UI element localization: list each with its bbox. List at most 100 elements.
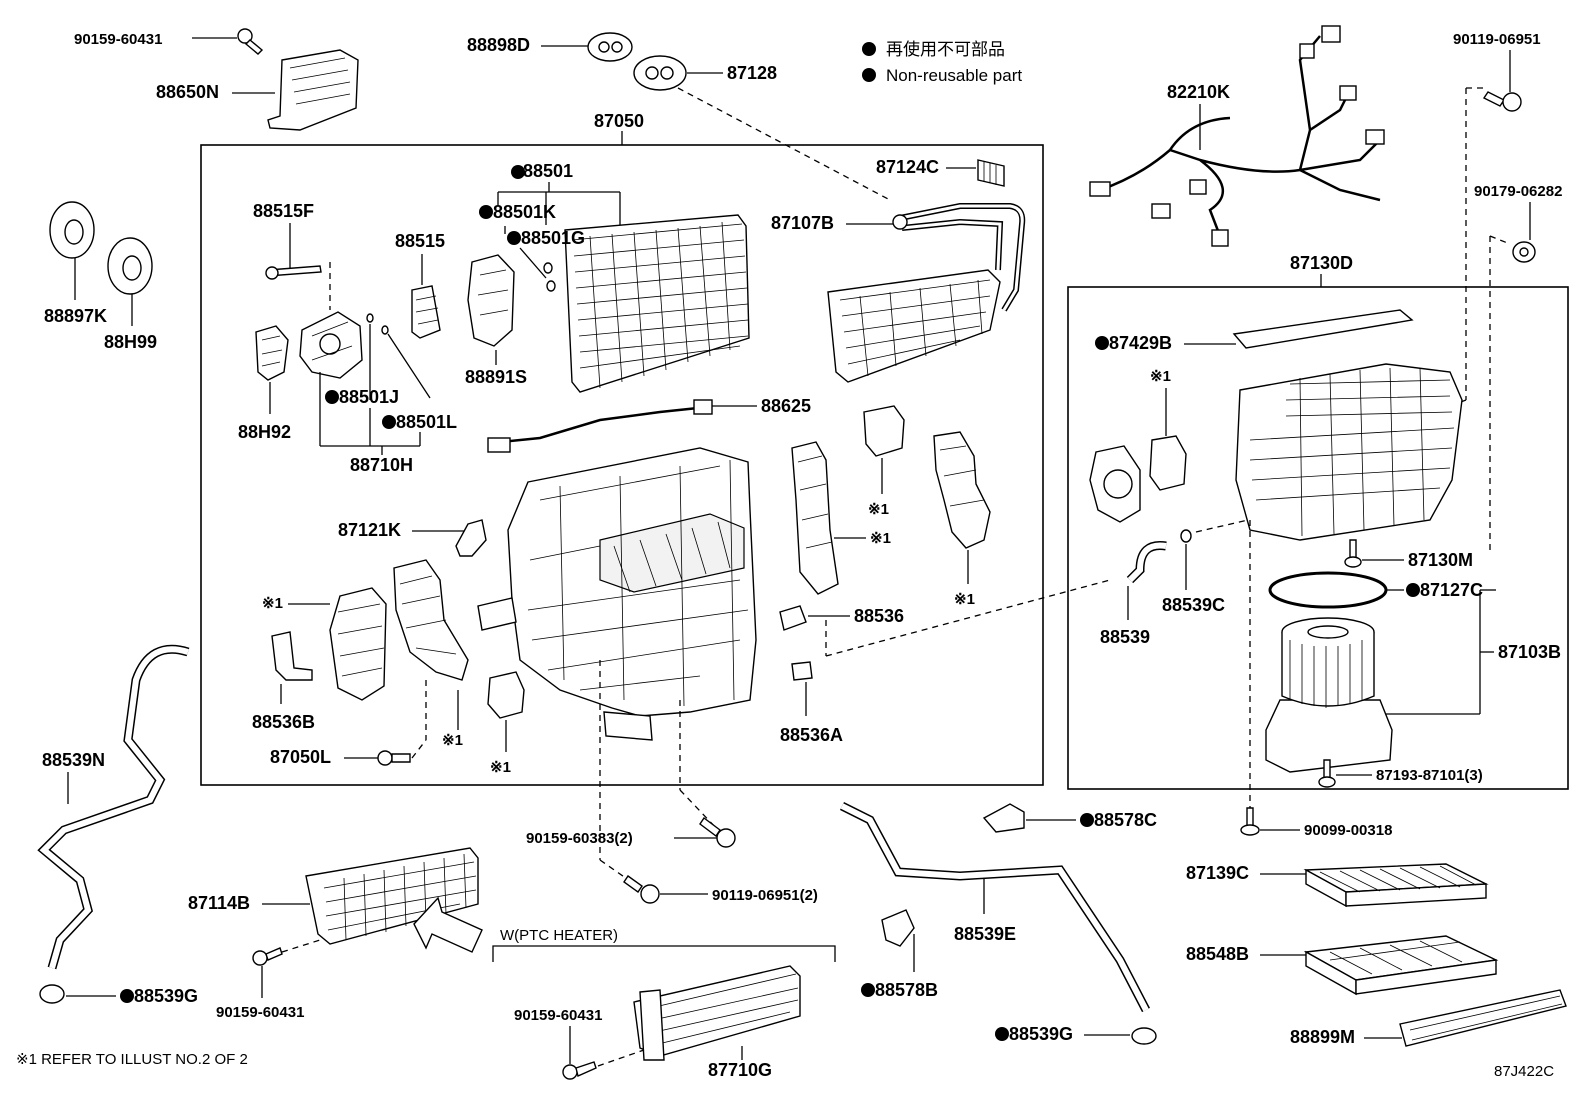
grommet-88898D-icon: [587, 32, 633, 62]
label-87429B: 87429B: [1109, 333, 1172, 353]
label-88898D: 88898D: [467, 35, 530, 55]
wire-88625-icon: [487, 399, 713, 453]
duct-88891S-icon: [467, 254, 515, 347]
label-87193-87101: 87193-87101(3): [1376, 767, 1483, 784]
evaporator-88501-icon: [564, 214, 750, 393]
label-88501J: 88501J: [339, 387, 399, 407]
label-87124C: 87124C: [876, 157, 939, 177]
clip-87124C-icon: [977, 159, 1005, 187]
seal-88H99-icon: [107, 237, 153, 295]
label-87114B: 87114B: [188, 893, 250, 913]
cover-88899M-icon: [1399, 989, 1567, 1047]
blower-case-icon: [1235, 363, 1463, 541]
label-88578C: 88578C: [1094, 810, 1157, 830]
label-ref-mark-6: ※1: [1150, 368, 1171, 385]
label-88501G: 88501G: [521, 228, 585, 248]
label-87130M: 87130M: [1408, 550, 1473, 570]
screw-06951-icon: [623, 875, 660, 904]
label-90179-06282: 90179-06282: [1474, 183, 1562, 200]
arrow-icon: [413, 896, 483, 953]
label-90099-00318: 90099-00318: [1304, 822, 1392, 839]
label-88501K: 88501K: [493, 202, 556, 222]
legend-bullet-icon: [862, 42, 876, 56]
label-88578B: 88578B: [875, 980, 938, 1000]
heater-core-87107B-icon: [827, 269, 1001, 383]
label-88539E: 88539E: [954, 924, 1016, 944]
label-88539N: 88539N: [42, 750, 105, 770]
label-ref-mark-3: ※1: [870, 530, 891, 547]
screw-87193-icon: [1318, 759, 1336, 788]
label-90119-06951-2: 90119-06951(2): [712, 887, 818, 904]
label-88515F: 88515F: [253, 201, 314, 221]
label-88899M: 88899M: [1290, 1027, 1355, 1047]
label-88501L: 88501L: [396, 412, 457, 432]
drain-hose-88539E-icon: [839, 801, 1157, 1045]
label-ref-mark-2: ※1: [490, 759, 511, 776]
screw-87130M-icon: [1344, 539, 1362, 568]
actuator-far-right-icon: [933, 431, 991, 549]
screw-icon: [237, 28, 264, 55]
label-87107B: 87107B: [771, 213, 834, 233]
hose-88539-icon: [1126, 541, 1167, 584]
clip-88536-icon: [779, 605, 807, 631]
footnote: ※1 REFER TO ILLUST NO.2 OF 2: [16, 1051, 248, 1068]
label-90119-06951: 90119-06951: [1453, 31, 1541, 48]
legend-en: Non-reusable part: [886, 66, 1022, 85]
label-88625: 88625: [761, 396, 811, 416]
nut-90179-icon: [1512, 241, 1536, 263]
unit-frame-87130D: [1067, 286, 1569, 790]
hvac-case-icon: [477, 447, 757, 741]
label-90159-60431-top: 90159-60431: [74, 31, 162, 48]
label-88539G-left: 88539G: [134, 986, 198, 1006]
label-88539G-right: 88539G: [1009, 1024, 1073, 1044]
label-88897K: 88897K: [44, 306, 107, 326]
label-82210K: 82210K: [1167, 82, 1230, 102]
screw-88515F-icon: [265, 265, 322, 280]
ptc-caption: W(PTC HEATER): [500, 927, 618, 944]
bracket-88578C-icon: [982, 803, 1025, 833]
expansion-valve-icon: [299, 311, 363, 379]
label-87139C: 87139C: [1186, 863, 1249, 883]
screw-60383-icon: [699, 816, 736, 848]
label-88650N: 88650N: [156, 82, 219, 102]
label-88501: 88501: [523, 161, 573, 181]
label-87127C: 87127C: [1420, 580, 1483, 600]
case-88548B-icon: [1303, 935, 1499, 996]
label-88536A: 88536A: [780, 725, 843, 745]
screw-90119-icon: [1482, 91, 1522, 112]
label-88710H: 88710H: [350, 455, 413, 475]
label-90159-60431-mid: 90159-60431: [216, 1004, 304, 1021]
filter-87139C-icon: [1303, 863, 1489, 908]
label-90159-60383: 90159-60383(2): [526, 830, 633, 847]
screw-90099-icon: [1240, 807, 1260, 836]
label-88515: 88515: [395, 231, 445, 251]
grommet-87128-icon: [633, 55, 687, 91]
label-ref-mark-left: ※1: [262, 595, 283, 612]
seal-88897K-icon: [49, 201, 95, 259]
grille-87114B-icon: [305, 847, 479, 945]
legend-jp: 再使用不可部品: [886, 39, 1005, 59]
label-88891S: 88891S: [465, 367, 527, 387]
legend: 再使用不可部品 Non-reusable part: [862, 39, 1022, 85]
label-88H99: 88H99: [104, 332, 157, 352]
screw-87050L-icon: [377, 750, 411, 766]
screw-bot-icon: [562, 1061, 597, 1080]
clip-88536A-icon: [791, 661, 813, 681]
sensor-87121K-icon: [455, 519, 487, 557]
label-88548B: 88548B: [1186, 944, 1249, 964]
label-ref-mark-1: ※1: [442, 732, 463, 749]
drain-hose-88539N-icon: [37, 644, 190, 1004]
label-88539C: 88539C: [1162, 595, 1225, 615]
label-87130D: 87130D: [1290, 253, 1353, 273]
legend-bullet-icon: [862, 68, 876, 82]
sensor-88H92-icon: [255, 325, 289, 381]
motor-housing-icon: [1089, 445, 1141, 523]
actuator-left-icon: [329, 587, 387, 701]
label-ref-mark-4: ※1: [868, 501, 889, 518]
valve-88515-icon: [411, 285, 441, 339]
heater-pipes-icon: [892, 203, 1026, 312]
damper-actuator-icon: [393, 559, 469, 681]
seal-87429B-icon: [1232, 309, 1414, 349]
label-87050L: 87050L: [270, 747, 331, 767]
